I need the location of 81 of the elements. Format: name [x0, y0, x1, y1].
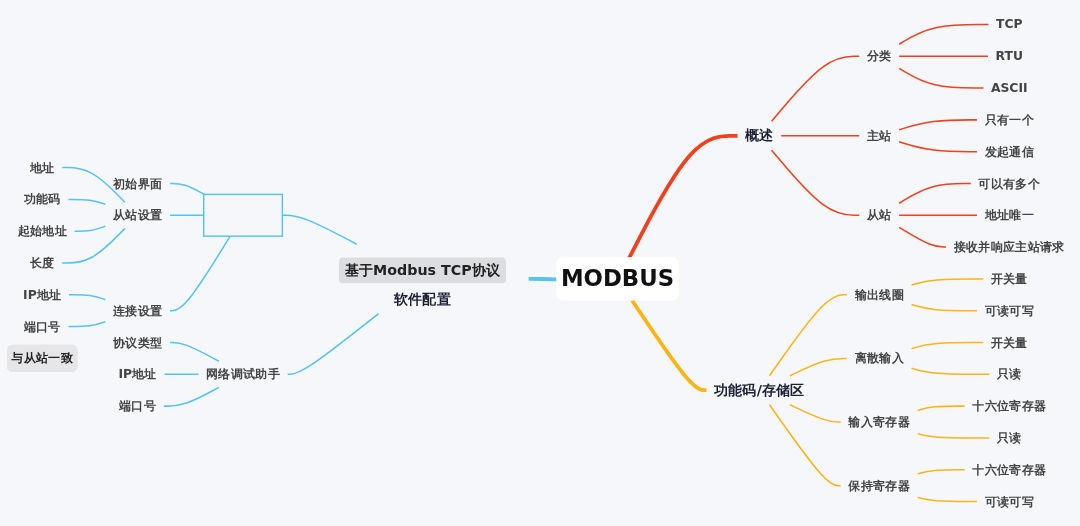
connector: [898, 141, 978, 153]
connector: [67, 321, 107, 328]
connector: [898, 226, 947, 248]
connector: [768, 294, 848, 377]
connector: [163, 386, 220, 407]
connector: [789, 357, 848, 377]
connector: [770, 149, 860, 217]
node-text: ASCII: [990, 80, 1028, 95]
node-text: 协议类型: [112, 335, 163, 350]
node-box: [203, 193, 284, 237]
node-text: 十六位寄存器: [972, 398, 1047, 414]
connector: [630, 299, 707, 393]
connector: [910, 367, 991, 376]
node-text: 长度: [29, 255, 55, 270]
node-text: 连接设置: [112, 303, 163, 318]
node-text: 输入寄存器: [848, 414, 911, 429]
node-text: 开关量: [990, 271, 1028, 286]
connector: [916, 432, 991, 439]
connector: [770, 55, 860, 123]
node-text: 十六位寄存器: [972, 462, 1047, 477]
node-text: 初始界面: [112, 176, 163, 191]
connector: [169, 214, 205, 217]
node-text: 起始地址: [17, 223, 67, 239]
connector: [910, 278, 984, 286]
connector: [916, 468, 966, 475]
node-text: 接收并响应主站请求: [953, 239, 1065, 254]
connector: [910, 303, 978, 312]
node-text: 功能码: [23, 192, 61, 207]
connector: [768, 403, 842, 487]
node-text: 可读可写: [984, 494, 1034, 509]
node-text: 发起通信: [984, 144, 1034, 159]
connector: [898, 119, 978, 131]
node-text: 分类: [866, 48, 892, 64]
connector: [61, 227, 126, 264]
connector: [286, 312, 380, 376]
node-text: 从站设置: [112, 207, 163, 223]
node-label: 软件配置: [393, 290, 451, 308]
connector: [898, 67, 985, 89]
connector: [281, 214, 358, 245]
node-text: 地址: [29, 160, 55, 175]
node-text: 端口号: [23, 319, 61, 334]
connector: [910, 341, 984, 350]
connector: [73, 225, 107, 232]
connector: [916, 496, 978, 503]
node-text: RTU: [995, 48, 1023, 64]
connector: [61, 166, 126, 203]
connector: [627, 133, 738, 260]
node-text: 开关量: [990, 335, 1028, 350]
node-text: 概述: [745, 127, 774, 145]
connector: [898, 23, 990, 45]
node-text: IP地址: [23, 287, 62, 302]
node-text: 离散输入: [854, 351, 904, 366]
connector: [898, 55, 989, 58]
connector: [163, 373, 200, 376]
node-text: 网络调试助手: [206, 366, 281, 382]
node-text: IP地址: [118, 366, 157, 382]
node-text: 可以有多个: [978, 176, 1041, 191]
node-text: 保持寄存器: [848, 478, 911, 493]
connector: [916, 405, 966, 412]
node-text: 从站: [866, 207, 892, 223]
node-box: 基于Modbus TCP协议: [338, 257, 506, 283]
connector: [169, 182, 206, 196]
node-text: 只读: [996, 366, 1022, 382]
node-text: 可读可写: [984, 303, 1034, 318]
connector: [780, 135, 860, 137]
node-text: 地址唯一: [984, 207, 1034, 223]
connector: [898, 182, 972, 204]
node-text: 功能码/存储区: [714, 381, 805, 399]
node-text: 只读: [996, 430, 1022, 445]
connector: [67, 198, 107, 205]
connector: [68, 294, 107, 301]
connector: [528, 277, 558, 282]
node-text: 主站: [866, 128, 892, 143]
connector: [169, 235, 231, 312]
connector: [789, 403, 842, 423]
node-text: 输出线圈: [854, 287, 904, 302]
node-text: TCP: [996, 17, 1023, 32]
node-text: 端口号: [119, 398, 157, 414]
connector: [169, 341, 220, 362]
connector: [898, 214, 978, 217]
node-text: 只有一个: [984, 112, 1034, 127]
